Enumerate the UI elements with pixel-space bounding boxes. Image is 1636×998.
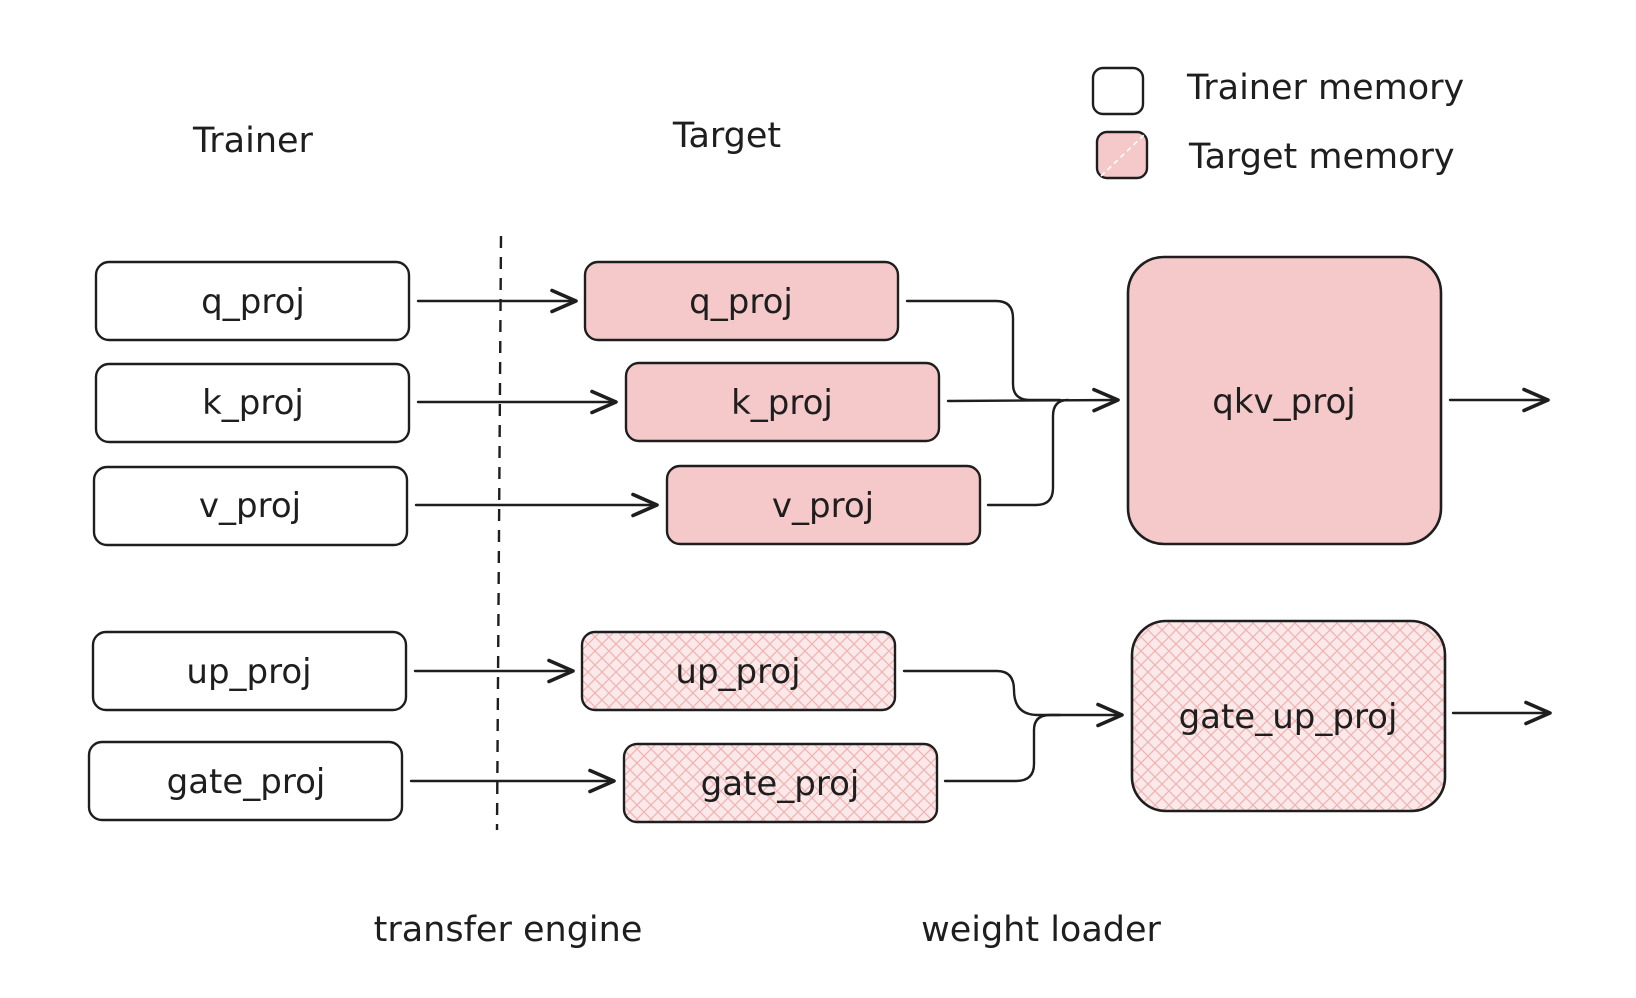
trainer-heading: Trainer [192, 121, 314, 161]
trainer-box-k-label: k_proj [202, 383, 304, 423]
target-box-k-label: k_proj [731, 383, 833, 423]
target-box-up: up_proj [580, 630, 897, 712]
loader-line-up [902, 669, 1062, 717]
loader-line-q [905, 299, 1062, 402]
fused-box-gate-up-label: gate_up_proj [1179, 697, 1398, 737]
trainer-box-gate: gate_proj [87, 740, 404, 822]
target-box-gate-label: gate_proj [701, 764, 860, 804]
target-box-v: v_proj [665, 464, 982, 546]
loader-arrow-k [946, 387, 1120, 413]
legend: Trainer memory Target memory [1091, 66, 1464, 180]
trainer-box-k: k_proj [94, 362, 411, 444]
fused-box-qkv-label: qkv_proj [1212, 382, 1355, 422]
trainer-box-v-label: v_proj [199, 486, 301, 526]
transfer-divider [495, 235, 503, 831]
loader-line-v [986, 398, 1070, 507]
legend-trainer-swatch [1091, 66, 1145, 116]
target-box-gate: gate_proj [622, 742, 939, 824]
target-box-v-label: v_proj [772, 486, 874, 526]
target-box-k: k_proj [624, 361, 941, 443]
trainer-box-gate-label: gate_proj [167, 762, 326, 802]
trainer-box-v: v_proj [92, 465, 409, 547]
target-box-q: q_proj [583, 260, 900, 342]
target-heading: Target [672, 116, 781, 156]
caption-weight-loader: weight loader [921, 910, 1161, 950]
fused-box-qkv: qkv_proj [1126, 255, 1443, 546]
trainer-box-q-label: q_proj [201, 282, 305, 322]
trainer-box-up: up_proj [91, 630, 408, 712]
target-box-up-label: up_proj [675, 652, 800, 692]
trainer-box-q: q_proj [94, 260, 411, 342]
loader-line-gate [943, 702, 1124, 783]
fused-box-gate-up: gate_up_proj [1130, 619, 1447, 813]
target-box-q-label: q_proj [689, 282, 793, 322]
caption-transfer-engine: transfer engine [374, 910, 643, 950]
legend-target-label: Target memory [1188, 137, 1455, 177]
legend-trainer-label: Trainer memory [1186, 68, 1464, 108]
trainer-box-up-label: up_proj [186, 652, 311, 692]
